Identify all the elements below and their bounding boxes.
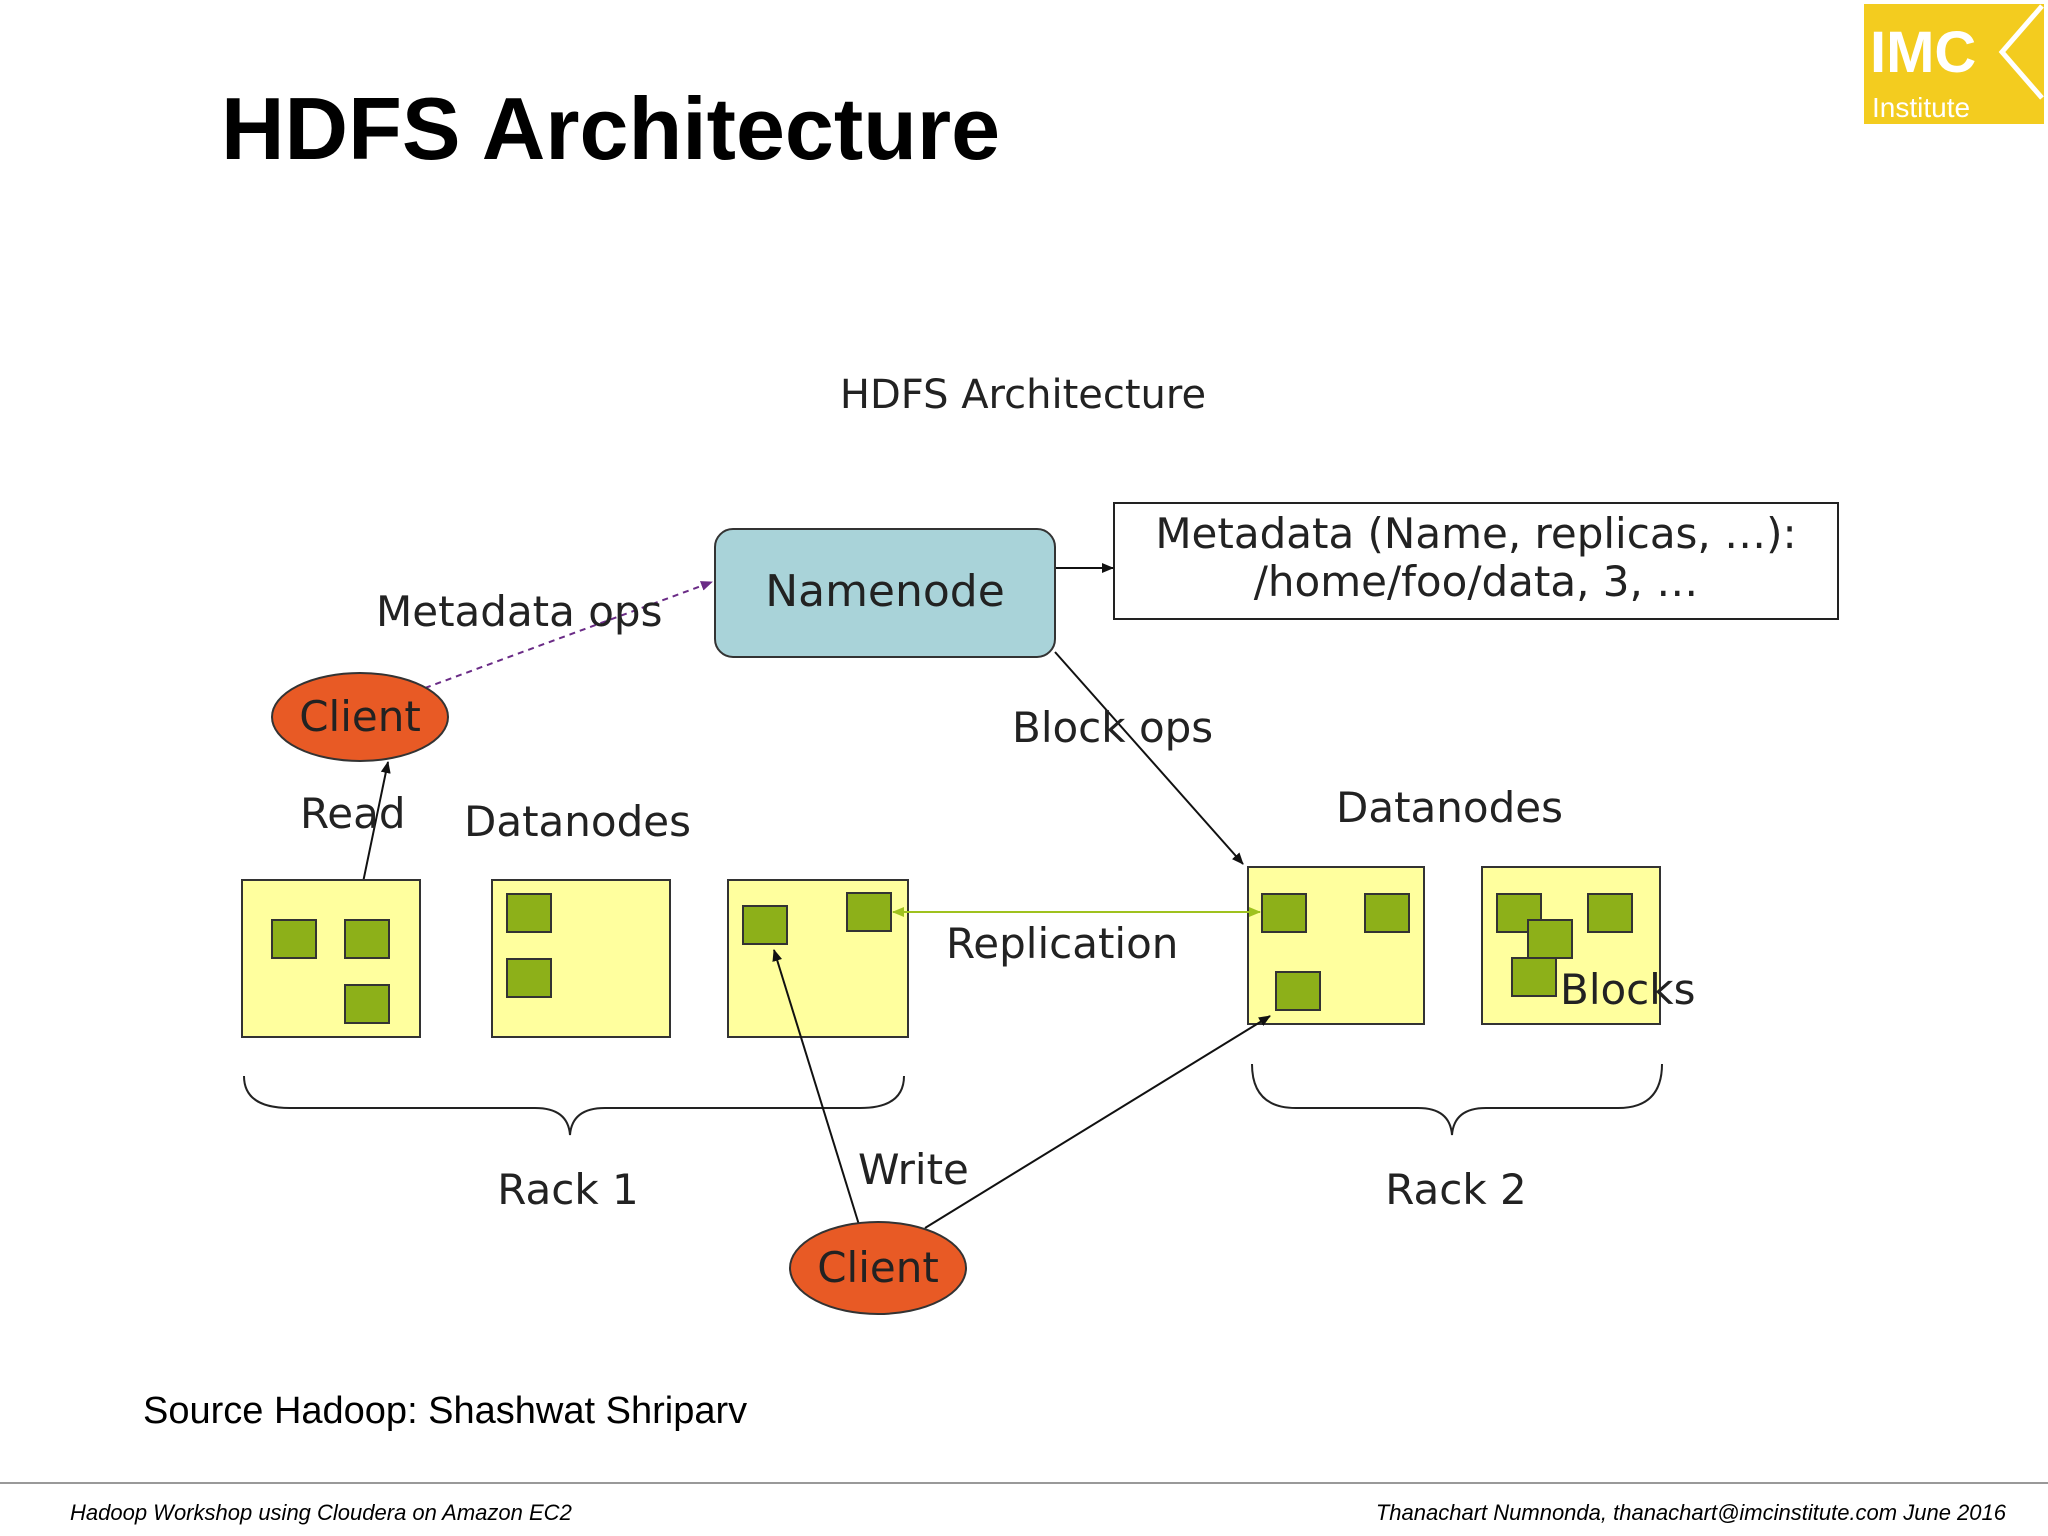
client-bottom [789, 1221, 967, 1315]
logo-sub-text: Institute [1872, 92, 1971, 123]
datanode-rack2-2 [1481, 866, 1661, 1025]
source-caption: Source Hadoop: Shashwat Shriparv [143, 1390, 748, 1432]
client-top [271, 672, 449, 762]
write-arrow-rack2 [924, 1015, 1271, 1229]
rack1-brace [243, 1075, 905, 1136]
metadata-box [1113, 502, 1839, 620]
client-top-label: Client [299, 692, 421, 741]
write-label: Write [858, 1145, 969, 1194]
metadata-line-2: /home/foo/data, 3, … [1254, 557, 1698, 606]
block-ops-arrow [1054, 651, 1244, 865]
blocks-label: Blocks [1560, 965, 1695, 1014]
metadata-ops-arrow [424, 581, 713, 689]
slide-title: HDFS Architecture [221, 79, 1001, 178]
block-ops-label: Block ops [1012, 703, 1213, 752]
datanode-rack1-3 [727, 879, 909, 1038]
block [1496, 893, 1542, 933]
logo-chevron-icon [1998, 4, 2044, 100]
rack1-label: Rack 1 [497, 1165, 638, 1214]
block [271, 919, 317, 959]
footer-divider [0, 1482, 2048, 1484]
rack2-brace [1251, 1063, 1663, 1136]
metadata-line-1: Metadata (Name, replicas, …): [1155, 509, 1796, 558]
diagram-title: HDFS Architecture [840, 372, 1206, 418]
block [1587, 893, 1633, 933]
block [506, 893, 552, 933]
block [1275, 971, 1321, 1011]
datanode-rack1-1 [241, 879, 421, 1038]
namenode-label: Namenode [765, 566, 1005, 617]
block [1527, 919, 1573, 959]
read-label: Read [300, 789, 406, 838]
replication-label: Replication [946, 919, 1178, 968]
block [1364, 893, 1410, 933]
block [344, 984, 390, 1024]
rack2-label: Rack 2 [1385, 1165, 1526, 1214]
datanodes-left-label: Datanodes [464, 797, 691, 846]
datanode-rack1-2 [491, 879, 671, 1038]
datanodes-right-label: Datanodes [1336, 783, 1563, 832]
datanode-rack2-1 [1247, 866, 1425, 1025]
client-bottom-label: Client [817, 1243, 939, 1292]
write-arrow-rack1 [772, 949, 861, 1229]
block [1511, 957, 1557, 997]
block [1261, 893, 1307, 933]
block [846, 892, 892, 932]
block [506, 958, 552, 998]
hdfs-architecture-diagram: HDFS Architecture Namenode Metadata (Nam… [241, 372, 1839, 1315]
block [742, 905, 788, 945]
footer-left-text: Hadoop Workshop using Cloudera on Amazon… [70, 1500, 572, 1525]
logo-main-text: IMC [1870, 20, 1977, 85]
namenode-box [714, 528, 1056, 658]
metadata-ops-label: Metadata ops [376, 587, 662, 636]
block [344, 919, 390, 959]
imc-institute-logo: IMC Institute [1864, 4, 2044, 124]
footer-right-text: Thanachart Numnonda, thanachart@imcinsti… [1375, 1500, 2006, 1525]
read-arrow [360, 761, 391, 893]
